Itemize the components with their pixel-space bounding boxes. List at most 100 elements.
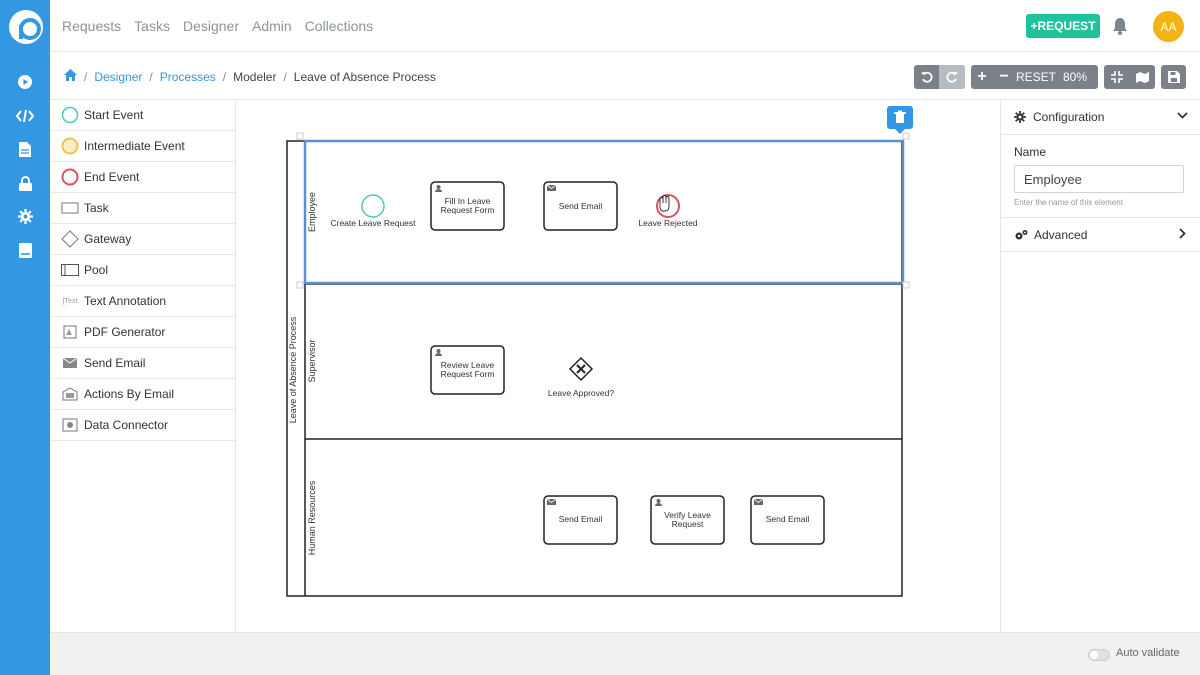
inspector-panel: Configuration Name Enter the name of thi… <box>1000 100 1200 632</box>
redo-button[interactable] <box>939 65 965 89</box>
task-icon <box>60 199 80 217</box>
end-event-label: Leave Rejected <box>638 218 697 228</box>
name-field[interactable] <box>1014 165 1184 193</box>
breadcrumb-bar: / Designer / Processes / Modeler / Leave… <box>50 52 1200 100</box>
modeler-canvas[interactable]: Leave of Absence Process Employee Superv… <box>236 100 1000 632</box>
resize-handle[interactable] <box>902 281 910 289</box>
palette-label: Task <box>84 201 109 215</box>
lock-icon[interactable] <box>15 173 35 193</box>
lane-selection <box>303 139 905 285</box>
undo-redo-group <box>914 65 965 89</box>
pdf-icon <box>60 323 80 341</box>
code-icon[interactable] <box>15 106 35 126</box>
task-send-email-employee[interactable]: Send Email <box>543 181 618 231</box>
task-review-leave-form[interactable]: Review Leave Request Form <box>430 345 505 395</box>
palette-intermediate-event[interactable]: Intermediate Event <box>50 131 235 162</box>
palette-send-email[interactable]: Send Email <box>50 348 235 379</box>
gears-icon <box>1014 229 1028 241</box>
palette-label: End Event <box>84 170 140 184</box>
configuration-title: Configuration <box>1033 110 1105 124</box>
nav-admin[interactable]: Admin <box>251 18 292 34</box>
end-event-icon <box>60 168 80 186</box>
pool-label: Leave of Absence Process <box>288 316 298 423</box>
task-label: Send Email <box>559 201 603 211</box>
task-send-email-hr-1[interactable]: Send Email <box>543 495 618 545</box>
palette-label: Text Annotation <box>84 294 167 308</box>
breadcrumb-separator: / <box>84 69 88 84</box>
auto-validate-toggle[interactable] <box>1088 649 1110 661</box>
bell-icon[interactable] <box>1111 17 1129 35</box>
breadcrumb-process-name: Leave of Absence Process <box>293 69 436 84</box>
app-sidebar <box>0 0 50 675</box>
book-icon[interactable] <box>15 240 35 260</box>
task-verify-leave-request[interactable]: Verify Leave Request <box>650 495 725 545</box>
zoom-out-button[interactable]: − <box>999 68 1009 85</box>
element-palette: Start Event Intermediate Event End Event… <box>50 100 236 632</box>
email-icon <box>546 498 557 505</box>
gear-icon[interactable] <box>15 206 35 226</box>
palette-label: Start Event <box>84 108 144 122</box>
user-icon <box>435 349 443 356</box>
breadcrumb-processes[interactable]: Processes <box>159 69 216 84</box>
palette-text-annotation[interactable]: [Text Text Annotation <box>50 286 235 317</box>
palette-label: PDF Generator <box>84 325 166 339</box>
task-fill-leave-form[interactable]: Fill In Leave Request Form <box>430 181 505 231</box>
palette-actions-by-email[interactable]: Actions By Email <box>50 379 235 410</box>
gear-icon <box>1014 111 1026 123</box>
document-icon[interactable] <box>15 139 35 159</box>
user-icon <box>655 499 662 506</box>
configuration-section-header[interactable]: Configuration <box>1001 100 1200 135</box>
user-avatar[interactable]: AA <box>1153 11 1184 42</box>
breadcrumb-designer[interactable]: Designer <box>94 69 143 84</box>
trash-icon <box>894 110 906 123</box>
actions-email-icon <box>60 385 80 403</box>
new-request-button[interactable]: +REQUEST <box>1026 14 1100 38</box>
email-icon <box>753 498 764 505</box>
advanced-section-header[interactable]: Advanced <box>1001 217 1200 252</box>
resize-handle[interactable] <box>902 132 910 140</box>
resize-handle[interactable] <box>296 132 304 140</box>
nav-tasks[interactable]: Tasks <box>134 18 170 34</box>
gateway-leave-approved[interactable]: Leave Approved? <box>548 356 614 398</box>
palette-data-connector[interactable]: Data Connector <box>50 410 235 441</box>
task-label: Request Form <box>441 369 495 379</box>
palette-label: Pool <box>84 263 109 277</box>
play-icon[interactable] <box>15 72 35 92</box>
palette-pdf-generator[interactable]: PDF Generator <box>50 317 235 348</box>
text-annotation-icon: [Text <box>62 297 78 305</box>
resize-handle[interactable] <box>296 281 304 289</box>
email-icon <box>60 354 80 372</box>
task-label: Send Email <box>766 514 810 524</box>
palette-label: Gateway <box>84 232 132 246</box>
zoom-in-button[interactable]: + <box>977 68 987 85</box>
palette-start-event[interactable]: Start Event <box>50 100 235 131</box>
home-icon[interactable] <box>64 69 77 84</box>
nav-collections[interactable]: Collections <box>304 18 374 34</box>
save-icon[interactable] <box>1161 65 1186 89</box>
palette-gateway[interactable]: Gateway <box>50 224 235 255</box>
palette-label: Send Email <box>84 356 146 370</box>
palette-task[interactable]: Task <box>50 193 235 224</box>
name-label: Name <box>1014 145 1047 159</box>
nav-requests[interactable]: Requests <box>62 18 122 34</box>
task-label: Fill In Leave <box>445 196 491 206</box>
task-send-email-hr-2[interactable]: Send Email <box>750 495 825 545</box>
start-event-create-leave[interactable]: Create Leave Request <box>330 194 416 228</box>
lane-label-supervisor[interactable]: Supervisor <box>307 339 317 382</box>
lane-label-employee[interactable]: Employee <box>307 192 317 232</box>
palette-pool[interactable]: Pool <box>50 255 235 286</box>
fit-screen-icon[interactable] <box>1104 65 1129 89</box>
breadcrumb-separator: / <box>222 69 227 84</box>
zoom-reset-button[interactable]: RESET <box>1015 70 1056 84</box>
undo-button[interactable] <box>914 65 939 89</box>
start-event-icon <box>60 106 80 124</box>
palette-end-event[interactable]: End Event <box>50 162 235 193</box>
lane-label-human-resources[interactable]: Human Resources <box>307 480 317 555</box>
chevron-down-icon <box>1177 110 1188 124</box>
app-logo[interactable] <box>9 10 43 44</box>
map-icon[interactable] <box>1129 65 1155 89</box>
main-nav: Requests Tasks Designer Admin Collection… <box>62 18 373 34</box>
breadcrumb-separator: / <box>149 69 153 84</box>
delete-button[interactable] <box>887 106 913 134</box>
nav-designer[interactable]: Designer <box>182 18 239 34</box>
